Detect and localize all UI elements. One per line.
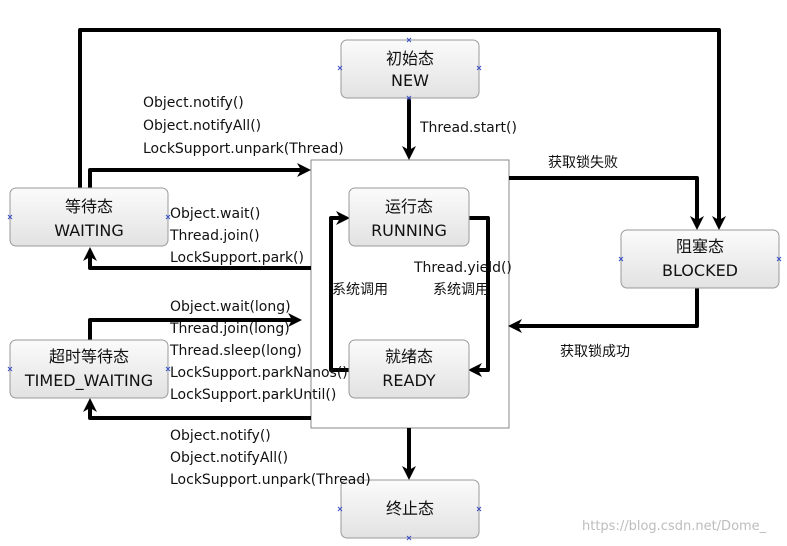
state-waiting-name: WAITING [54, 221, 123, 240]
connection-markers [7, 37, 782, 541]
state-terminated-label: 终止态 [386, 499, 434, 518]
arrow-ready-to-running [329, 211, 350, 372]
state-terminated: 终止态 [340, 479, 480, 539]
label-notify-2: Object.notifyAll() [143, 118, 261, 134]
arrow-runnable-to-timed [83, 398, 311, 420]
label-timed-notify-1: Object.notify() [170, 428, 271, 444]
state-waiting-label: 等待态 [65, 197, 113, 216]
watermark: https://blog.csdn.net/Dome_ [582, 519, 767, 534]
state-ready: 就绪态 READY [348, 339, 470, 399]
state-ready-label: 就绪态 [385, 347, 433, 366]
arrow-blocked-to-runnable [508, 287, 699, 333]
label-yield: Thread.yield() [413, 260, 512, 276]
arrow-runnable-to-waiting [83, 247, 311, 270]
label-timed-4: LockSupport.parkNanos() [170, 365, 348, 381]
label-notify-1: Object.notify() [143, 95, 244, 111]
state-running-label: 运行态 [385, 197, 433, 216]
state-new-label: 初始态 [386, 49, 434, 68]
state-new-name: NEW [391, 71, 429, 90]
arrow-running-to-ready [468, 216, 490, 377]
arrow-waiting-to-runnable [88, 163, 311, 190]
label-thread-start: Thread.start() [419, 120, 517, 136]
state-waiting: 等待态 WAITING [9, 187, 169, 247]
arrow-runnable-to-blocked [509, 176, 704, 230]
label-timed-notify-2: Object.notifyAll() [170, 450, 288, 466]
arrow-timed-to-runnable [88, 313, 302, 340]
state-blocked: 阻塞态 BLOCKED [620, 229, 780, 289]
arrow-waiting-to-blocked [78, 28, 726, 230]
state-new: 初始态 NEW [340, 39, 480, 99]
label-timed-1: Object.wait(long) [170, 299, 291, 315]
label-wait-2: Thread.join() [169, 228, 260, 244]
label-syscall-right: 系统调用 [433, 282, 489, 298]
label-lock-success: 获取锁成功 [560, 344, 630, 360]
state-blocked-name: BLOCKED [662, 261, 738, 280]
state-running-name: RUNNING [371, 221, 447, 240]
label-timed-5: LockSupport.parkUntil() [170, 387, 336, 403]
state-running: 运行态 RUNNING [348, 187, 470, 247]
label-wait-3: LockSupport.park() [170, 250, 304, 266]
state-blocked-label: 阻塞态 [676, 237, 724, 256]
label-timed-3: Thread.sleep(long) [169, 343, 302, 359]
label-syscall-left: 系统调用 [332, 282, 388, 298]
state-timed-waiting: 超时等待态 TIMED_WAITING [9, 339, 169, 399]
label-wait-1: Object.wait() [170, 206, 260, 222]
label-lock-fail: 获取锁失败 [548, 155, 618, 171]
label-notify-3: LockSupport.unpark(Thread) [143, 141, 344, 157]
state-timed-waiting-name: TIMED_WAITING [24, 371, 153, 391]
label-timed-notify-3: LockSupport.unpark(Thread) [170, 472, 371, 488]
state-timed-waiting-label: 超时等待态 [49, 347, 129, 366]
label-timed-2: Thread.join(long) [169, 321, 290, 337]
state-ready-name: READY [382, 371, 436, 390]
